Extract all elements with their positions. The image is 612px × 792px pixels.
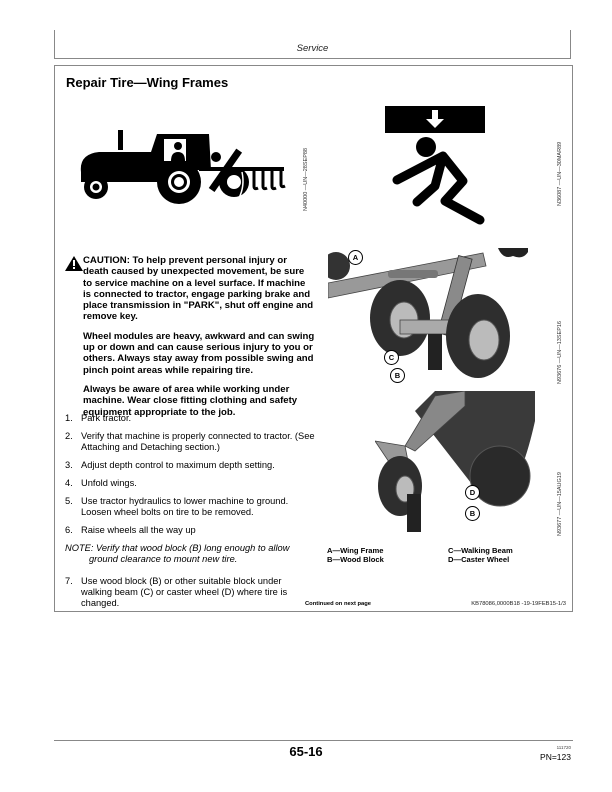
step-item: 4.Unfold wings. xyxy=(65,478,137,488)
tractor-runover-icon xyxy=(79,124,294,214)
warning-triangle-icon xyxy=(65,256,83,271)
legend-column: A—Wing Frame B—Wood Block xyxy=(327,546,384,564)
caution-text: Wheel modules are heavy, awkward and can… xyxy=(83,330,315,376)
step-item: 3.Adjust depth control to maximum depth … xyxy=(65,460,275,470)
caution-block: CAUTION: To help prevent personal injury… xyxy=(65,255,315,426)
callout-c: C xyxy=(384,350,399,365)
step-item: 7.Use wood block (B) or other suitable b… xyxy=(65,576,288,608)
legend-item: C—Walking Beam xyxy=(448,546,513,555)
falling-weight-crush-icon xyxy=(385,106,505,226)
legend-item: D—Caster Wheel xyxy=(448,555,510,564)
reference-code: KB78086,0000B18 -19-19FEB15-1/3 xyxy=(471,601,566,607)
pn-label: PN=123 xyxy=(540,752,571,762)
step-item: 2.Verify that machine is properly connec… xyxy=(65,431,315,452)
callout-a: A xyxy=(348,250,363,265)
step-item: 6.Raise wheels all the way up xyxy=(65,525,196,535)
footer-divider xyxy=(54,740,573,741)
step-item: 1.Park tractor. xyxy=(65,413,132,423)
callout-b: B xyxy=(465,506,480,521)
section-name: Service xyxy=(296,43,329,54)
caution-text: Always be aware of area while working un… xyxy=(83,383,298,418)
callout-d: D xyxy=(465,485,480,500)
figure-id: N40000 —UN—28SEP88 xyxy=(303,148,309,211)
step-item: 5.Use tractor hydraulics to lower machin… xyxy=(65,496,289,517)
figure-id: N93677 —UN—15AUG19 xyxy=(557,472,563,536)
legend-item: A—Wing Frame xyxy=(327,546,384,555)
footer-code: 111720 xyxy=(556,745,571,750)
page-number: 65-16 xyxy=(289,744,323,759)
figure-id: N93676 —UN—13SEP16 xyxy=(557,321,563,384)
callout-b: B xyxy=(390,368,405,383)
continued-note: Continued on next page xyxy=(305,601,372,607)
walking-beam-wheels-illustration: A C B xyxy=(328,248,528,388)
caution-text: CAUTION: To help prevent personal injury… xyxy=(83,255,314,323)
running-header: Service xyxy=(54,30,571,59)
note: NOTE: Verify that wood block (B) long en… xyxy=(65,543,290,564)
caster-wheel-illustration: D B xyxy=(375,391,535,541)
procedure-steps: 1.Park tractor. 2.Verify that machine is… xyxy=(65,413,315,616)
figure-id: N36087 —UN—30MAR89 xyxy=(557,141,563,206)
page-title: Repair Tire—Wing Frames xyxy=(66,75,229,90)
legend-column: C—Walking Beam D—Caster Wheel xyxy=(448,546,513,564)
legend-item: B—Wood Block xyxy=(327,555,384,564)
procedure-panel: Repair Tire—Wing Frames N40000 —UN—28SEP… xyxy=(54,65,573,612)
